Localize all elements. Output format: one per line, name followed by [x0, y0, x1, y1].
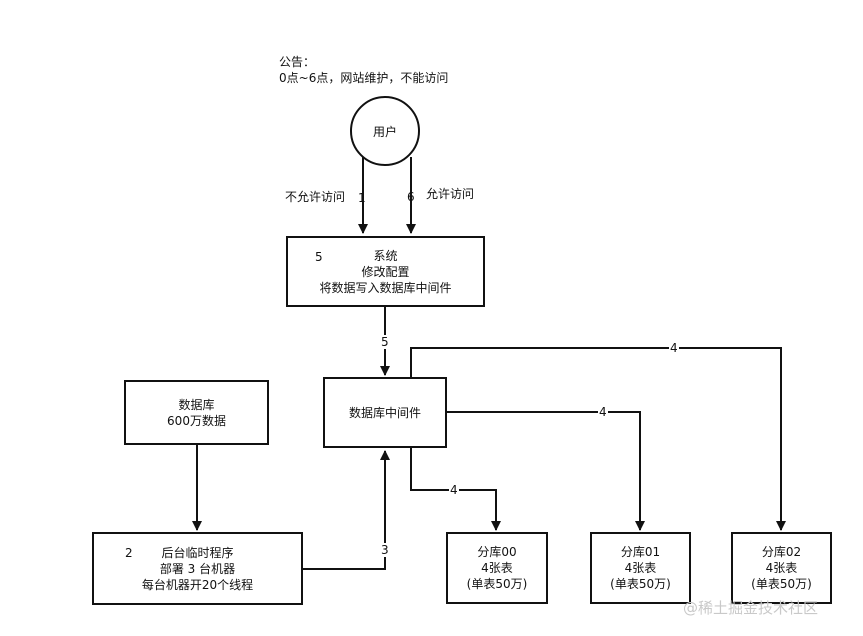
notice-title: 公告：: [279, 55, 316, 69]
system-box: 系统 修改配置 将数据写入数据库中间件: [286, 236, 485, 307]
program-step-label: 2: [125, 546, 133, 560]
middleware-box: 数据库中间件: [323, 377, 447, 448]
system-step-label: 5: [315, 250, 323, 264]
shard-00-box: 分库00 4张表 (单表50万): [446, 532, 548, 604]
database-title: 数据库: [178, 397, 215, 412]
edge-label-5: 5: [380, 335, 390, 349]
program-box: 后台临时程序 部署 3 台机器 每台机器开20个线程: [92, 532, 303, 605]
program-line-3: 每台机器开20个线程: [141, 577, 254, 592]
arrow-middleware-to-shard02: [410, 347, 786, 531]
shard-02-note: (单表50万): [751, 577, 812, 591]
step-1-label: 1: [358, 191, 366, 205]
shard-01-name: 分库01: [620, 545, 661, 559]
edge-label-4-shard01: 4: [598, 405, 608, 419]
shard-01-tables: 4张表: [624, 561, 657, 575]
middleware-label: 数据库中间件: [348, 405, 421, 420]
allow-access-label: 允许访问: [426, 187, 475, 201]
system-line-config: 修改配置: [361, 264, 410, 279]
step-6-label: 6: [407, 190, 415, 204]
program-line-2: 部署 3 台机器: [159, 561, 236, 576]
watermark-text: @稀土掘金技术社区: [683, 599, 819, 617]
user-node: 用户: [350, 96, 420, 166]
shard-01-note: (单表50万): [610, 577, 671, 591]
edge-label-4-shard02: 4: [669, 341, 679, 355]
arrow-middleware-to-shard01: [447, 411, 645, 531]
shard-02-name: 分库02: [761, 545, 802, 559]
shard-00-tables: 4张表: [481, 561, 513, 575]
shard-00-name: 分库00: [477, 545, 517, 559]
edge-label-3: 3: [380, 543, 390, 557]
shard-02-tables: 4张表: [765, 561, 798, 575]
deny-access-label: 不允许访问: [285, 190, 346, 204]
arrow-program-to-middleware: [303, 450, 390, 570]
system-line-write: 将数据写入数据库中间件: [319, 280, 452, 295]
program-line-1: 后台临时程序: [161, 545, 234, 560]
shard-00-note: (单表50万): [466, 577, 528, 591]
database-box: 数据库 600万数据: [124, 380, 269, 445]
edge-label-4-shard00: 4: [449, 483, 459, 497]
shard-01-box: 分库01 4张表 (单表50万): [590, 532, 691, 604]
system-title: 系统: [373, 248, 398, 263]
database-count: 600万数据: [167, 413, 226, 428]
shard-02-box: 分库02 4张表 (单表50万): [731, 532, 832, 604]
user-label: 用户: [372, 124, 397, 139]
notice-text: 0点~6点，网站维护，不能访问: [279, 71, 449, 85]
